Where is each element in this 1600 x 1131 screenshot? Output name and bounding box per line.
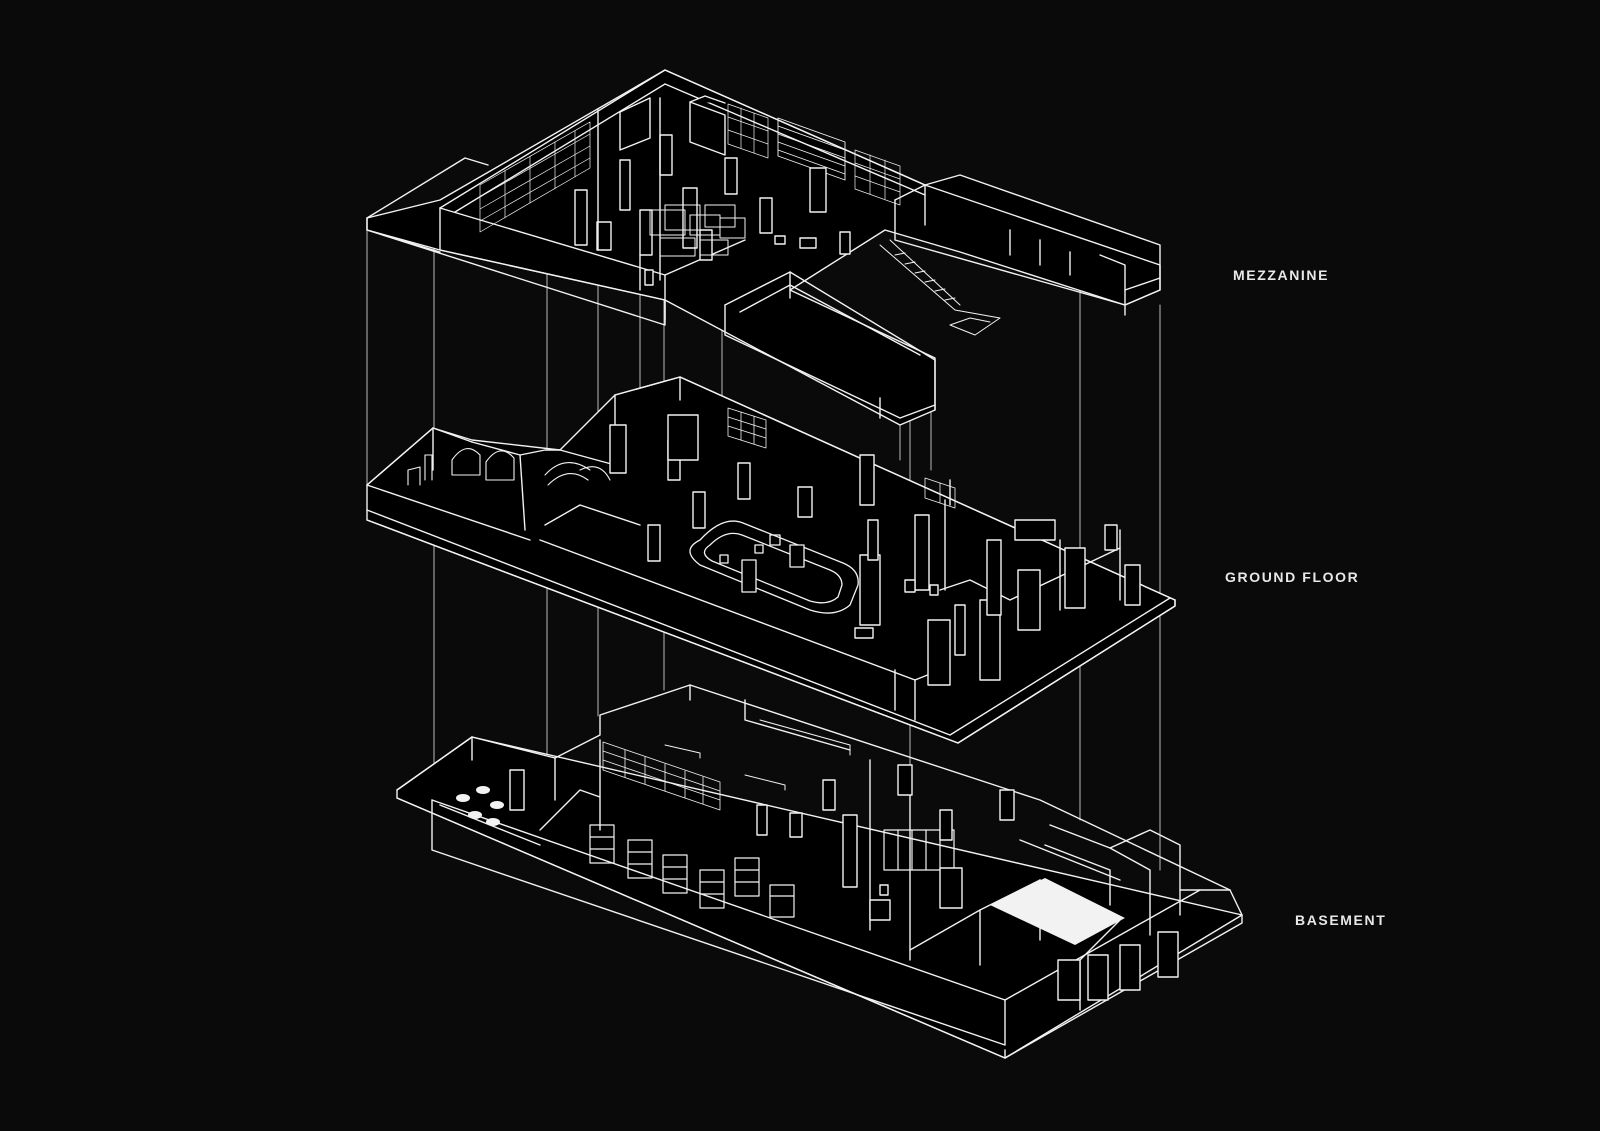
mezzanine-level [366, 69, 1161, 426]
ground-floor-slab [366, 376, 1176, 744]
basement-shelving [589, 824, 955, 918]
level-label-ground-floor: GROUND FLOOR [1225, 569, 1360, 585]
mezzanine-service-rooms [619, 95, 726, 156]
ground-arched-walls [407, 448, 611, 486]
basement-screen-wall [602, 741, 721, 811]
mezzanine-display-stack [649, 204, 746, 257]
level-label-mezzanine: MEZZANINE [1233, 267, 1330, 283]
ground-central-display [689, 520, 859, 614]
mezzanine-louvered-wall [777, 117, 846, 181]
basement-level [396, 684, 1243, 1059]
mezzanine-stair [879, 239, 1001, 336]
basement-columns [509, 764, 1179, 1001]
ground-floor-level [366, 376, 1176, 744]
ground-columns [609, 414, 1141, 686]
level-label-basement: BASEMENT [1295, 912, 1387, 928]
mezzanine-slab [366, 69, 1161, 426]
ground-screen-wall [727, 407, 956, 509]
basement-round-tables [456, 786, 504, 826]
mezzanine-screen-walls [479, 103, 901, 233]
